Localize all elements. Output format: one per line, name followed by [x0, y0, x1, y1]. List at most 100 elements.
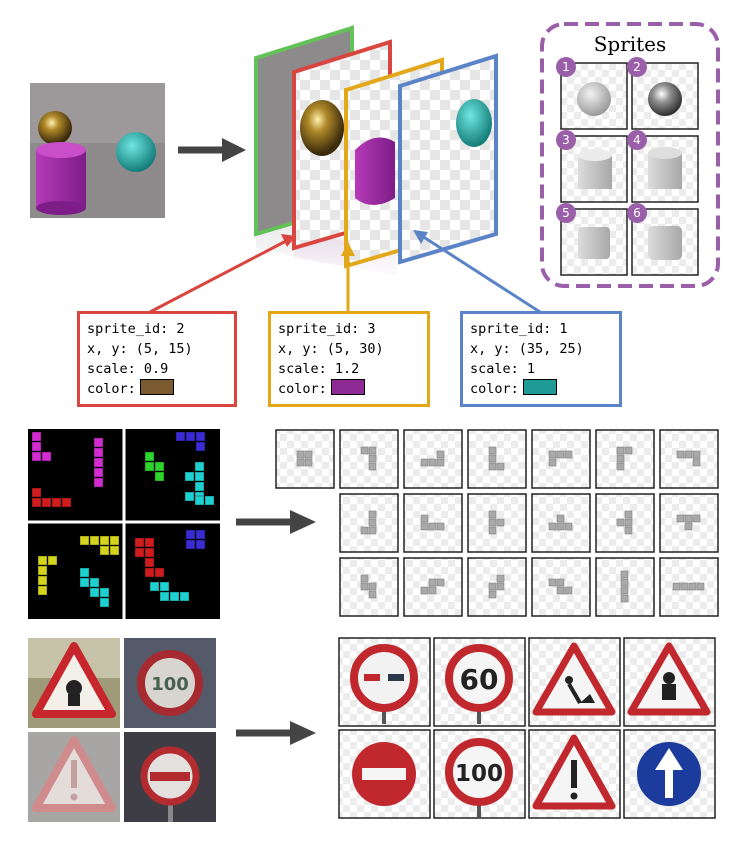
- tetris-block: [51, 497, 62, 508]
- param-box-sprite-3: sprite_id: 3 x, y: (5, 30) scale: 1.2 co…: [268, 311, 430, 407]
- tetris-block: [93, 477, 104, 488]
- sprite-number-badge: 4: [627, 130, 647, 150]
- tetris-sprite-block: [680, 582, 689, 591]
- tetris-sprite-block: [420, 522, 429, 531]
- tetris-sprite-block: [624, 510, 633, 519]
- tetris-sprite-block: [420, 458, 429, 467]
- sign-input-2: 100: [124, 638, 216, 728]
- tetris-block: [47, 555, 58, 566]
- tetris-sprite-block: [488, 582, 497, 591]
- param-box-sprite-1: sprite_id: 1 x, y: (35, 25) scale: 1 col…: [460, 311, 622, 407]
- tetris-block: [175, 431, 186, 442]
- sign-input-1: [28, 638, 120, 728]
- sprites-panel-title: Sprites: [593, 32, 667, 56]
- tetris-sprite-block: [624, 446, 633, 455]
- sign-sprite-100: 100: [433, 729, 526, 819]
- tetris-sprite-block: [548, 450, 557, 459]
- tetris-sprite-block: [360, 574, 369, 583]
- tetris-sprite-block: [496, 462, 505, 471]
- tetris-block: [144, 461, 155, 472]
- tetris-sprite: [403, 493, 463, 553]
- tetris-sprite-block: [692, 458, 701, 467]
- tetris-block: [89, 587, 100, 598]
- tetris-sprite-block: [688, 582, 697, 591]
- tetris-block: [159, 581, 170, 592]
- tetris-sprite-block: [556, 522, 565, 531]
- tetris-sprite-block: [616, 518, 625, 527]
- tetris-block: [89, 535, 100, 546]
- tetris-sprite-block: [696, 582, 705, 591]
- tetris-sprite-block: [548, 578, 557, 587]
- tetris-sprite-block: [676, 450, 685, 459]
- tetris-sprite-block: [368, 446, 377, 455]
- tetris-block: [89, 577, 100, 588]
- layer-stack: [250, 25, 510, 285]
- tetris-sprite: [467, 493, 527, 553]
- decompose-arrow-1: [178, 138, 246, 162]
- sign-sprite-60: 60: [433, 637, 526, 727]
- tetris-sprite-block: [496, 574, 505, 583]
- color-label: color:: [87, 381, 136, 397]
- tetris-block: [99, 597, 110, 608]
- tetris-block: [144, 537, 155, 548]
- decompose-arrow-2: [236, 510, 316, 534]
- tetris-block: [79, 567, 90, 578]
- tetris-sprite-block: [420, 586, 429, 595]
- tetris-sprite-block: [616, 446, 625, 455]
- tetris-sprite-block: [368, 582, 377, 591]
- tetris-sprite-block: [436, 578, 445, 587]
- color-swatch: [139, 379, 174, 395]
- sprite-number-badge: 2: [627, 57, 647, 77]
- tetris-input-grid: [28, 429, 220, 619]
- tetris-block: [37, 565, 48, 576]
- tetris-sprite-block: [488, 526, 497, 535]
- tetris-sprite-block: [556, 586, 565, 595]
- tetris-sprite: [275, 429, 335, 489]
- sign-sprite-children: [623, 637, 716, 727]
- tetris-sprite-block: [624, 518, 633, 527]
- tetris-sprite-block: [672, 582, 681, 591]
- tetris-sprite: [339, 493, 399, 553]
- tetris-block: [31, 497, 42, 508]
- sprite-number-badge: 6: [627, 203, 647, 223]
- tetris-block: [185, 539, 196, 550]
- param-box-sprite-2: sprite_id: 2 x, y: (5, 15) scale: 0.9 co…: [77, 311, 237, 407]
- tetris-sprite-block: [368, 462, 377, 471]
- tetris-sprite-block: [436, 522, 445, 531]
- tetris-block: [184, 491, 195, 502]
- tetris-sprite-block: [564, 450, 573, 459]
- tetris-sprite: [467, 557, 527, 617]
- decompose-arrow-3: [236, 721, 316, 745]
- color-label: color:: [278, 381, 327, 397]
- tetris-sprite-block: [556, 450, 565, 459]
- tetris-block: [144, 547, 155, 558]
- tetris-sprite: [595, 493, 655, 553]
- tetris-sprite-block: [488, 510, 497, 519]
- tetris-sprite-block: [616, 462, 625, 471]
- sign-input-4: [124, 732, 216, 822]
- tetris-sprite-block: [620, 578, 629, 587]
- tetris-sprite: [595, 429, 655, 489]
- tetris-sprite-block: [496, 582, 505, 591]
- tetris-sprite-block: [548, 522, 557, 531]
- sign-input-grid: 100: [28, 638, 216, 822]
- svg-text:100: 100: [455, 761, 503, 787]
- tetris-block: [195, 431, 206, 442]
- tetris-block: [99, 587, 110, 598]
- tetris-block: [79, 577, 90, 588]
- tetris-sprite-block: [684, 514, 693, 523]
- tetris-sprite-block: [548, 458, 557, 467]
- tetris-block: [144, 557, 155, 568]
- tetris-block: [154, 471, 165, 482]
- tetris-sprite-block: [436, 450, 445, 459]
- tetris-block: [93, 467, 104, 478]
- tetris-sprite-block: [304, 450, 313, 459]
- scale-text: scale: 1: [470, 361, 536, 377]
- tetris-sprite-block: [620, 594, 629, 603]
- tetris-sprite-block: [428, 458, 437, 467]
- tetris-block: [144, 567, 155, 578]
- tetris-block: [79, 535, 90, 546]
- tetris-sprite-block: [368, 518, 377, 527]
- sign-sprite-ahead-only: [623, 729, 716, 819]
